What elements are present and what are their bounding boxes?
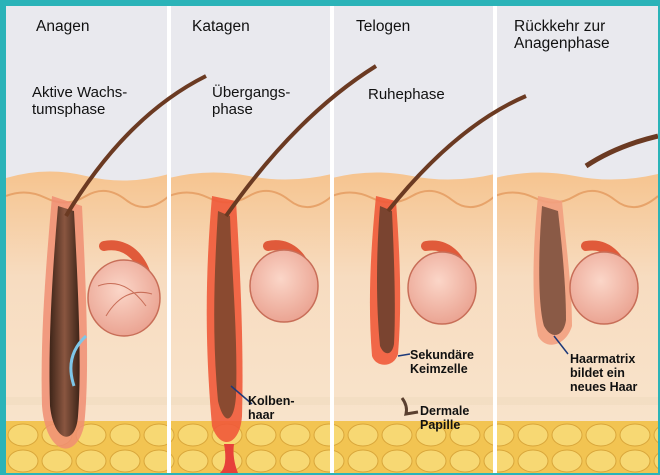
return-anagen-title: Rückkehr zur Anagenphase (514, 18, 610, 52)
keimzelle-label: Sekundäre Keimzelle (410, 348, 474, 376)
telogen-title: Telogen (356, 18, 410, 35)
anagen-title: Anagen (36, 18, 89, 35)
dermale-papille-label: Dermale Papille (420, 404, 469, 432)
telogen-subtitle: Ruhephase (368, 86, 445, 103)
haarmatrix-label: Haarmatrix bildet ein neues Haar (570, 352, 637, 394)
hair-cycle-diagram: Anagen Katagen Telogen Rückkehr zur Anag… (6, 6, 658, 473)
katagen-title: Katagen (192, 18, 250, 35)
anagen-subtitle: Aktive Wachs- tumsphase (32, 84, 127, 118)
katagen-subtitle: Übergangs- phase (212, 84, 290, 118)
kolbenhaar-label: Kolben- haar (248, 394, 295, 422)
hair-cycle-illustration (6, 6, 658, 473)
